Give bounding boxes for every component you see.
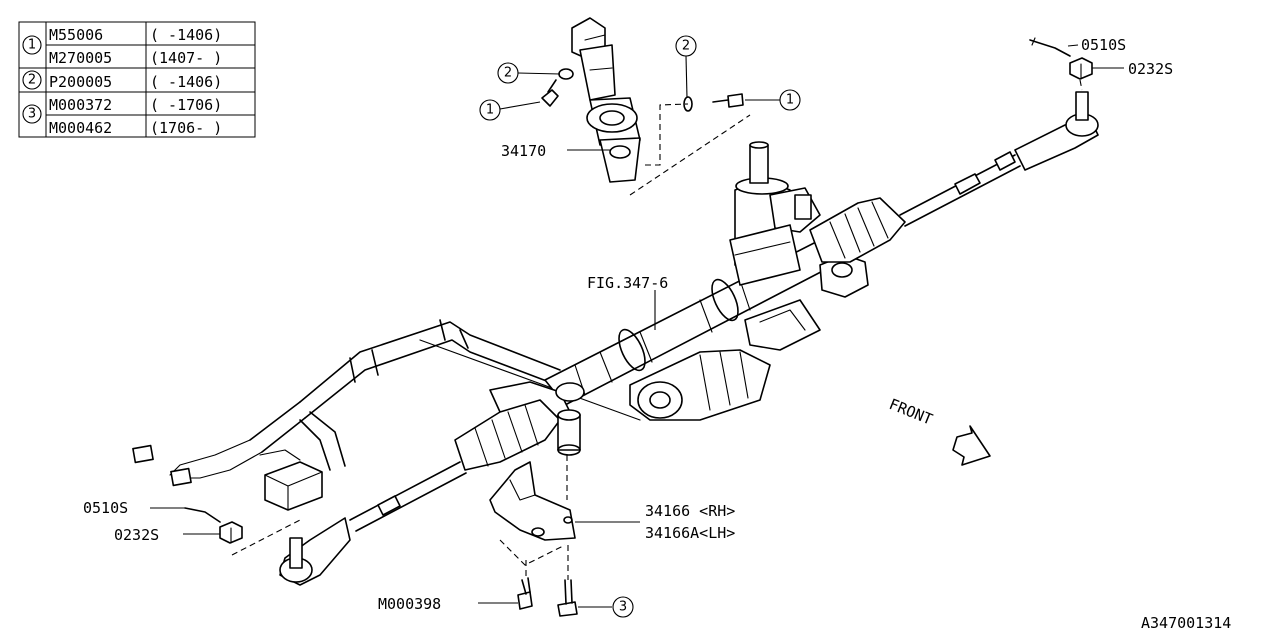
legend-ref-1-marker [22, 35, 42, 55]
legend-table: 1 2 3 M55006 ( -1406) M270005 (1407- ) P… [18, 21, 256, 138]
callout-2-left-label: 2 [504, 66, 512, 81]
legend-range: (1407- ) [150, 49, 222, 67]
callout-3-bottom-label: 3 [619, 600, 627, 615]
legend-part: M55006 [49, 26, 103, 44]
callout-1-right: 1 [779, 89, 801, 111]
callout-2-right-label: 2 [682, 39, 690, 54]
callout-3-bottom: 3 [612, 596, 634, 618]
legend-part: M000372 [49, 96, 112, 114]
castle-nut-left [219, 521, 243, 544]
cotter-pin-left [184, 507, 221, 523]
legend-ref-2-marker [22, 70, 42, 90]
callout-2-right: 2 [675, 35, 697, 57]
joint-bolt-right [712, 93, 744, 108]
right-tie-rod [899, 91, 1099, 227]
callout-2-left: 2 [497, 62, 519, 84]
label-34170: 34170 [501, 142, 546, 160]
legend-range: ( -1406) [150, 26, 222, 44]
universal-joint [571, 17, 641, 183]
legend-part: M270005 [49, 49, 112, 67]
label-front: FRONT [887, 395, 936, 429]
callout-1-left: 1 [479, 99, 501, 121]
assembly-lines [231, 79, 1083, 580]
legend-part: P200005 [49, 73, 112, 91]
legend-ref-3-marker [22, 104, 42, 124]
wiring-harness [132, 319, 641, 511]
cotter-pin-right [1029, 37, 1071, 57]
callout-1-left-label: 1 [486, 103, 494, 118]
diagram-code: A347001314 [1141, 614, 1231, 632]
label-cotter-pin-left: 0510S [83, 499, 128, 517]
joint-bolt-left [541, 79, 559, 107]
castle-nut-right [1069, 57, 1093, 80]
legend-ref-2: 2 [28, 73, 36, 88]
steering-rack [454, 141, 906, 471]
legend-range: (1706- ) [150, 119, 222, 137]
joint-washer-left [558, 68, 574, 80]
label-nut-left: 0232S [114, 526, 159, 544]
label-bracket-lh: 34166A<LH> [645, 524, 735, 542]
legend-range: ( -1406) [150, 73, 222, 91]
leader-lines [150, 44, 1124, 608]
bracket-bolt-ref-3 [557, 579, 578, 617]
callout-1-right-label: 1 [786, 93, 794, 108]
mounting-bracket [489, 409, 581, 541]
label-cotter-pin-right: 0510S [1081, 36, 1126, 54]
label-bracket-rh: 34166 <RH> [645, 502, 735, 520]
bracket-bolt-m000398 [517, 577, 533, 610]
label-bolt-m000398: M000398 [378, 595, 441, 613]
label-fig-ref: FIG.347-6 [587, 274, 668, 292]
legend-ref-3: 3 [28, 107, 36, 122]
left-tie-rod [279, 461, 467, 586]
legend-range: ( -1706) [150, 96, 222, 114]
legend-ref-1: 1 [28, 38, 36, 53]
front-arrow-icon [952, 425, 991, 466]
label-nut-right: 0232S [1128, 60, 1173, 78]
legend-part: M000462 [49, 119, 112, 137]
